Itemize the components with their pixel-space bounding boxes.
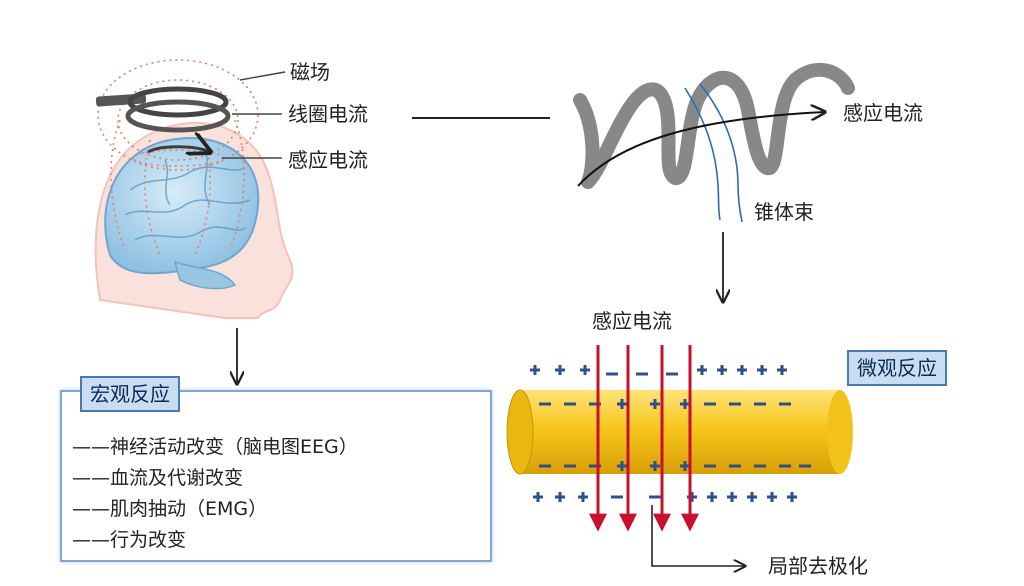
- plus-charge: [555, 492, 565, 502]
- induced-current-arrows: [589, 345, 699, 532]
- label-coil-current: 线圈电流: [288, 102, 368, 126]
- plus-charge: [757, 365, 767, 375]
- depolarization-pointer: [651, 505, 745, 566]
- plus-charge: [580, 365, 590, 375]
- plus-charge: [777, 365, 787, 375]
- plus-charge: [533, 492, 543, 502]
- plus-charge: [530, 365, 540, 375]
- macro-response-box: [60, 390, 492, 562]
- plus-charge: [578, 492, 588, 502]
- plus-charge: [650, 399, 660, 409]
- label-axon-induced-current: 感应电流: [592, 309, 672, 333]
- plus-charge: [617, 399, 627, 409]
- plus-charge: [555, 365, 565, 375]
- plus-charge: [717, 365, 727, 375]
- macro-item-blood-flow: ——血流及代谢改变: [72, 467, 244, 489]
- plus-charge: [747, 492, 757, 502]
- label-head-induced-current: 感应电流: [288, 148, 368, 172]
- plus-charge: [737, 365, 747, 375]
- macro-response-tag: 宏观反应: [80, 376, 180, 412]
- cortex-fold-icon: [573, 63, 855, 223]
- plus-charge: [680, 399, 690, 409]
- leader-magnetic-field: [239, 71, 286, 81]
- label-pyramidal-tract: 锥体束: [754, 200, 814, 224]
- micro-response-tag: 微观反应: [847, 350, 947, 386]
- macro-item-eeg: ——神经活动改变（脑电图EEG）: [72, 436, 358, 458]
- label-depolarization: 局部去极化: [768, 554, 868, 578]
- plus-charge: [767, 492, 777, 502]
- plus-charge: [697, 365, 707, 375]
- plus-charge: [707, 492, 717, 502]
- label-magnetic-field: 磁场: [290, 60, 330, 84]
- plus-charge: [787, 492, 797, 502]
- tms-coil-icon: [95, 86, 231, 152]
- plus-charge: [680, 461, 690, 471]
- plus-charge: [617, 461, 627, 471]
- macro-item-emg: ——肌肉抽动（EMG）: [72, 498, 268, 520]
- label-cortex-induced-current: 感应电流: [843, 101, 923, 125]
- macro-response-list: ——神经活动改变（脑电图EEG） ——血流及代谢改变 ——肌肉抽动（EMG） —…: [72, 432, 358, 556]
- plus-charge: [727, 492, 737, 502]
- plus-charge: [650, 461, 660, 471]
- macro-item-behavior: ——行为改变: [72, 529, 187, 551]
- brain-head-illustration: [94, 59, 294, 319]
